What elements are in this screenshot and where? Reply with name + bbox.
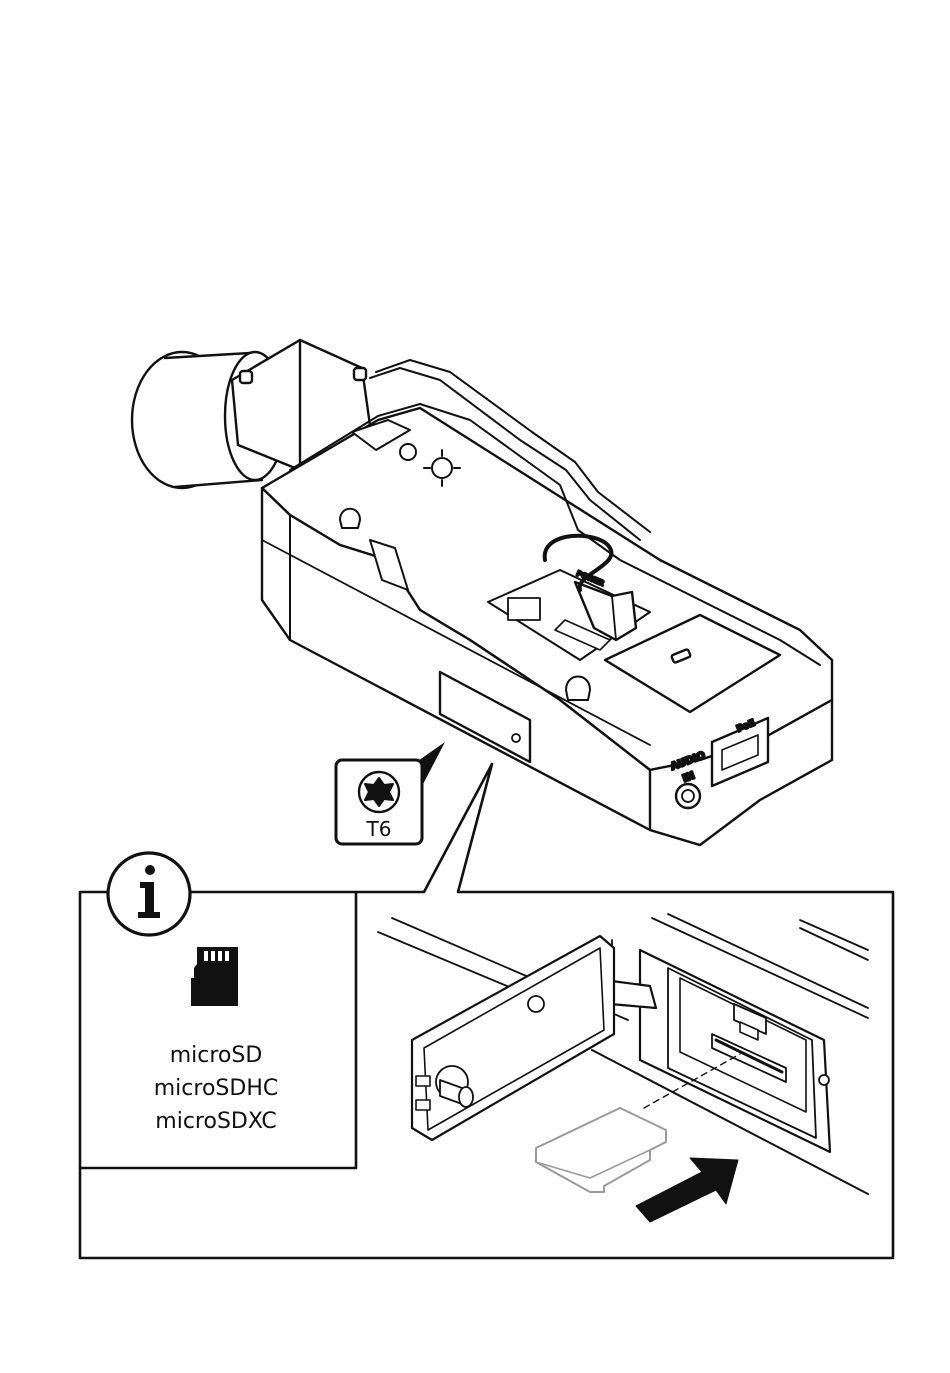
slot-detail	[378, 914, 868, 1222]
card-type-microsd: microSD	[170, 1043, 263, 1068]
microsd-card	[536, 1108, 666, 1192]
tool-badge: T6	[336, 742, 445, 844]
tool-badge-label: T6	[366, 817, 392, 841]
insert-arrow-icon	[636, 1158, 738, 1222]
card-type-microsdhc: microSDHC	[154, 1076, 278, 1101]
card-type-microsdxc: microSDXC	[155, 1109, 276, 1134]
camera-body	[132, 340, 832, 845]
info-icon	[108, 853, 190, 935]
